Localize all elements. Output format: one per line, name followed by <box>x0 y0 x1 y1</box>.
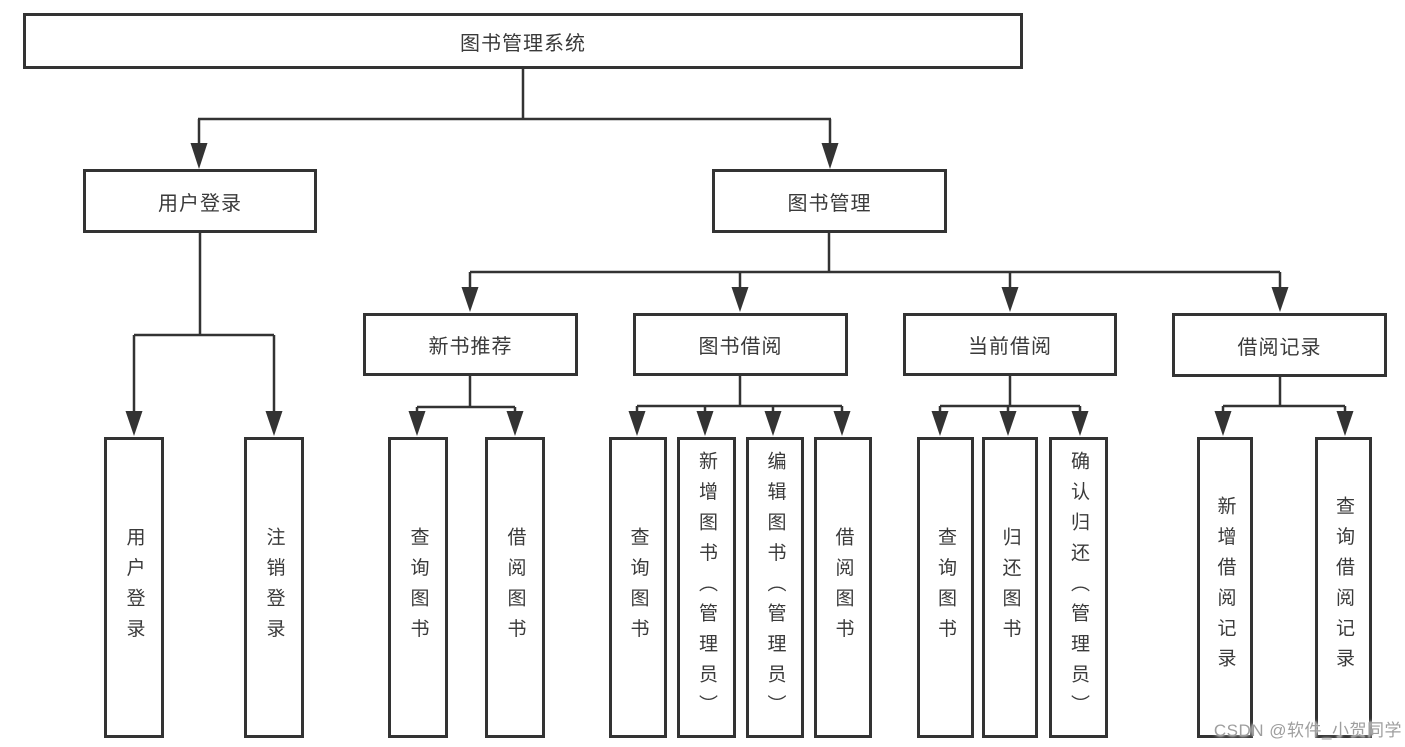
node-new-book-recommend: 新书推荐 <box>363 313 578 376</box>
arrow-down-icon <box>931 411 949 436</box>
connector-book-management-children <box>468 233 1282 289</box>
leaf-query-books-current: 查询图书 <box>917 437 974 738</box>
arrow-down-icon <box>1271 287 1289 312</box>
connector-user-login-children <box>132 233 276 413</box>
arrow-down-icon <box>1001 287 1019 312</box>
connector-new-book-recommend-children <box>415 376 517 414</box>
leaf-query-books-recommend: 查询图书 <box>388 437 448 738</box>
leaf-borrow-books-recommend: 借阅图书 <box>485 437 545 738</box>
connector-book-borrow-children <box>635 376 844 414</box>
arrow-down-icon <box>506 411 524 436</box>
leaf-borrow-books: 借阅图书 <box>814 437 872 738</box>
leaf-edit-book-admin: 编辑图书（管理员） <box>746 437 804 738</box>
node-book-management: 图书管理 <box>712 169 947 233</box>
leaf-confirm-return-admin: 确认归还（管理员） <box>1049 437 1108 738</box>
csdn-watermark: CSDN @软件_小贺同学 <box>1213 721 1402 740</box>
arrow-down-icon <box>265 411 283 436</box>
arrow-down-icon <box>731 287 749 312</box>
node-borrow-records: 借阅记录 <box>1172 313 1387 377</box>
arrow-down-icon <box>461 287 479 312</box>
arrow-down-icon <box>1214 411 1232 436</box>
node-book-borrow: 图书借阅 <box>633 313 848 376</box>
leaf-return-books: 归还图书 <box>982 437 1038 738</box>
arrow-down-icon <box>125 411 143 436</box>
leaf-logout: 注销登录 <box>244 437 304 738</box>
arrow-down-icon <box>696 411 714 436</box>
arrowheads <box>125 143 1354 436</box>
arrow-down-icon <box>999 411 1017 436</box>
connector-current-borrow-children <box>938 376 1082 414</box>
node-root: 图书管理系统 <box>23 13 1023 69</box>
arrow-down-icon <box>628 411 646 436</box>
connector-root-to-level2 <box>197 69 832 146</box>
arrow-down-icon <box>190 143 208 169</box>
connector-borrow-records-children <box>1221 377 1347 414</box>
node-user-login: 用户登录 <box>83 169 317 233</box>
leaf-query-borrow-record: 查询借阅记录 <box>1315 437 1372 738</box>
arrow-down-icon <box>1336 411 1354 436</box>
arrow-down-icon <box>764 411 782 436</box>
leaf-add-borrow-record: 新增借阅记录 <box>1197 437 1253 738</box>
arrow-down-icon <box>1071 411 1089 436</box>
node-current-borrow: 当前借阅 <box>903 313 1117 376</box>
arrow-down-icon <box>821 143 839 169</box>
arrow-down-icon <box>833 411 851 436</box>
leaf-user-login: 用户登录 <box>104 437 164 738</box>
leaf-add-book-admin: 新增图书（管理员） <box>677 437 736 738</box>
leaf-query-books-borrow: 查询图书 <box>609 437 667 738</box>
arrow-down-icon <box>408 411 426 436</box>
